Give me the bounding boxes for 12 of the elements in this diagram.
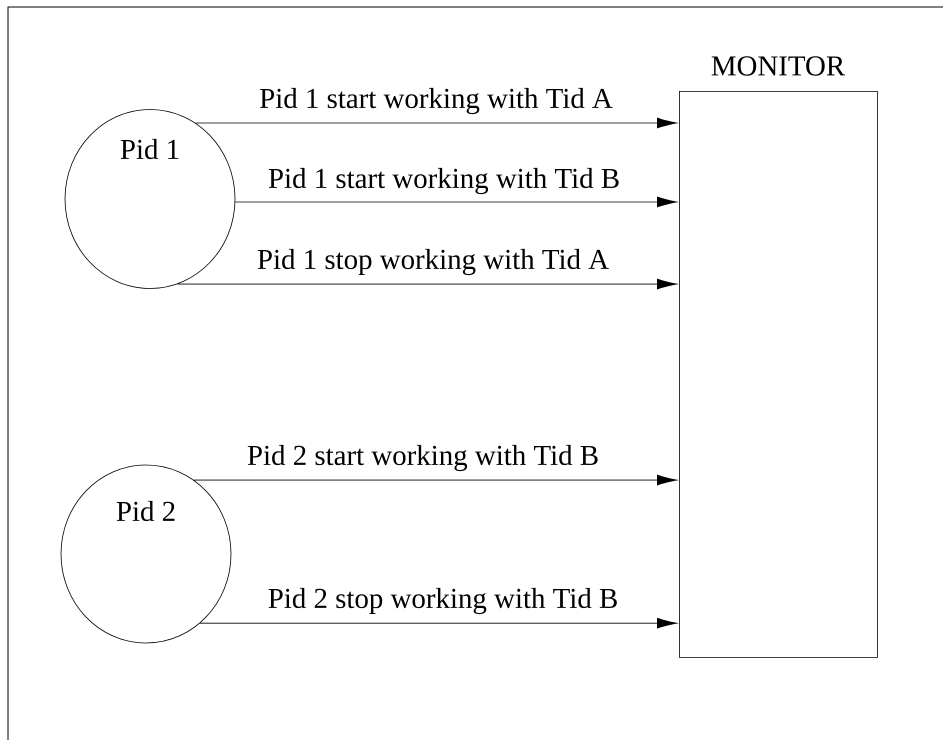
edge-label: Pid 1 stop working with Tid A [258, 248, 609, 276]
edge-label: Pid 2 stop working with Tid B [268, 588, 617, 614]
arrow [200, 618, 677, 628]
arrow [234, 196, 677, 208]
node-label: MONITOR [712, 56, 846, 76]
edge-label: Pid 2 start working with Tid B [248, 444, 598, 472]
edge-label: Pid 1 start working with Tid B [268, 168, 619, 194]
arrow [177, 278, 677, 290]
monitor-box: MONITOR [679, 56, 878, 658]
edge-label: Pid 1 start working with Tid A [260, 88, 613, 114]
arrow [194, 474, 677, 486]
arrow [195, 118, 677, 128]
